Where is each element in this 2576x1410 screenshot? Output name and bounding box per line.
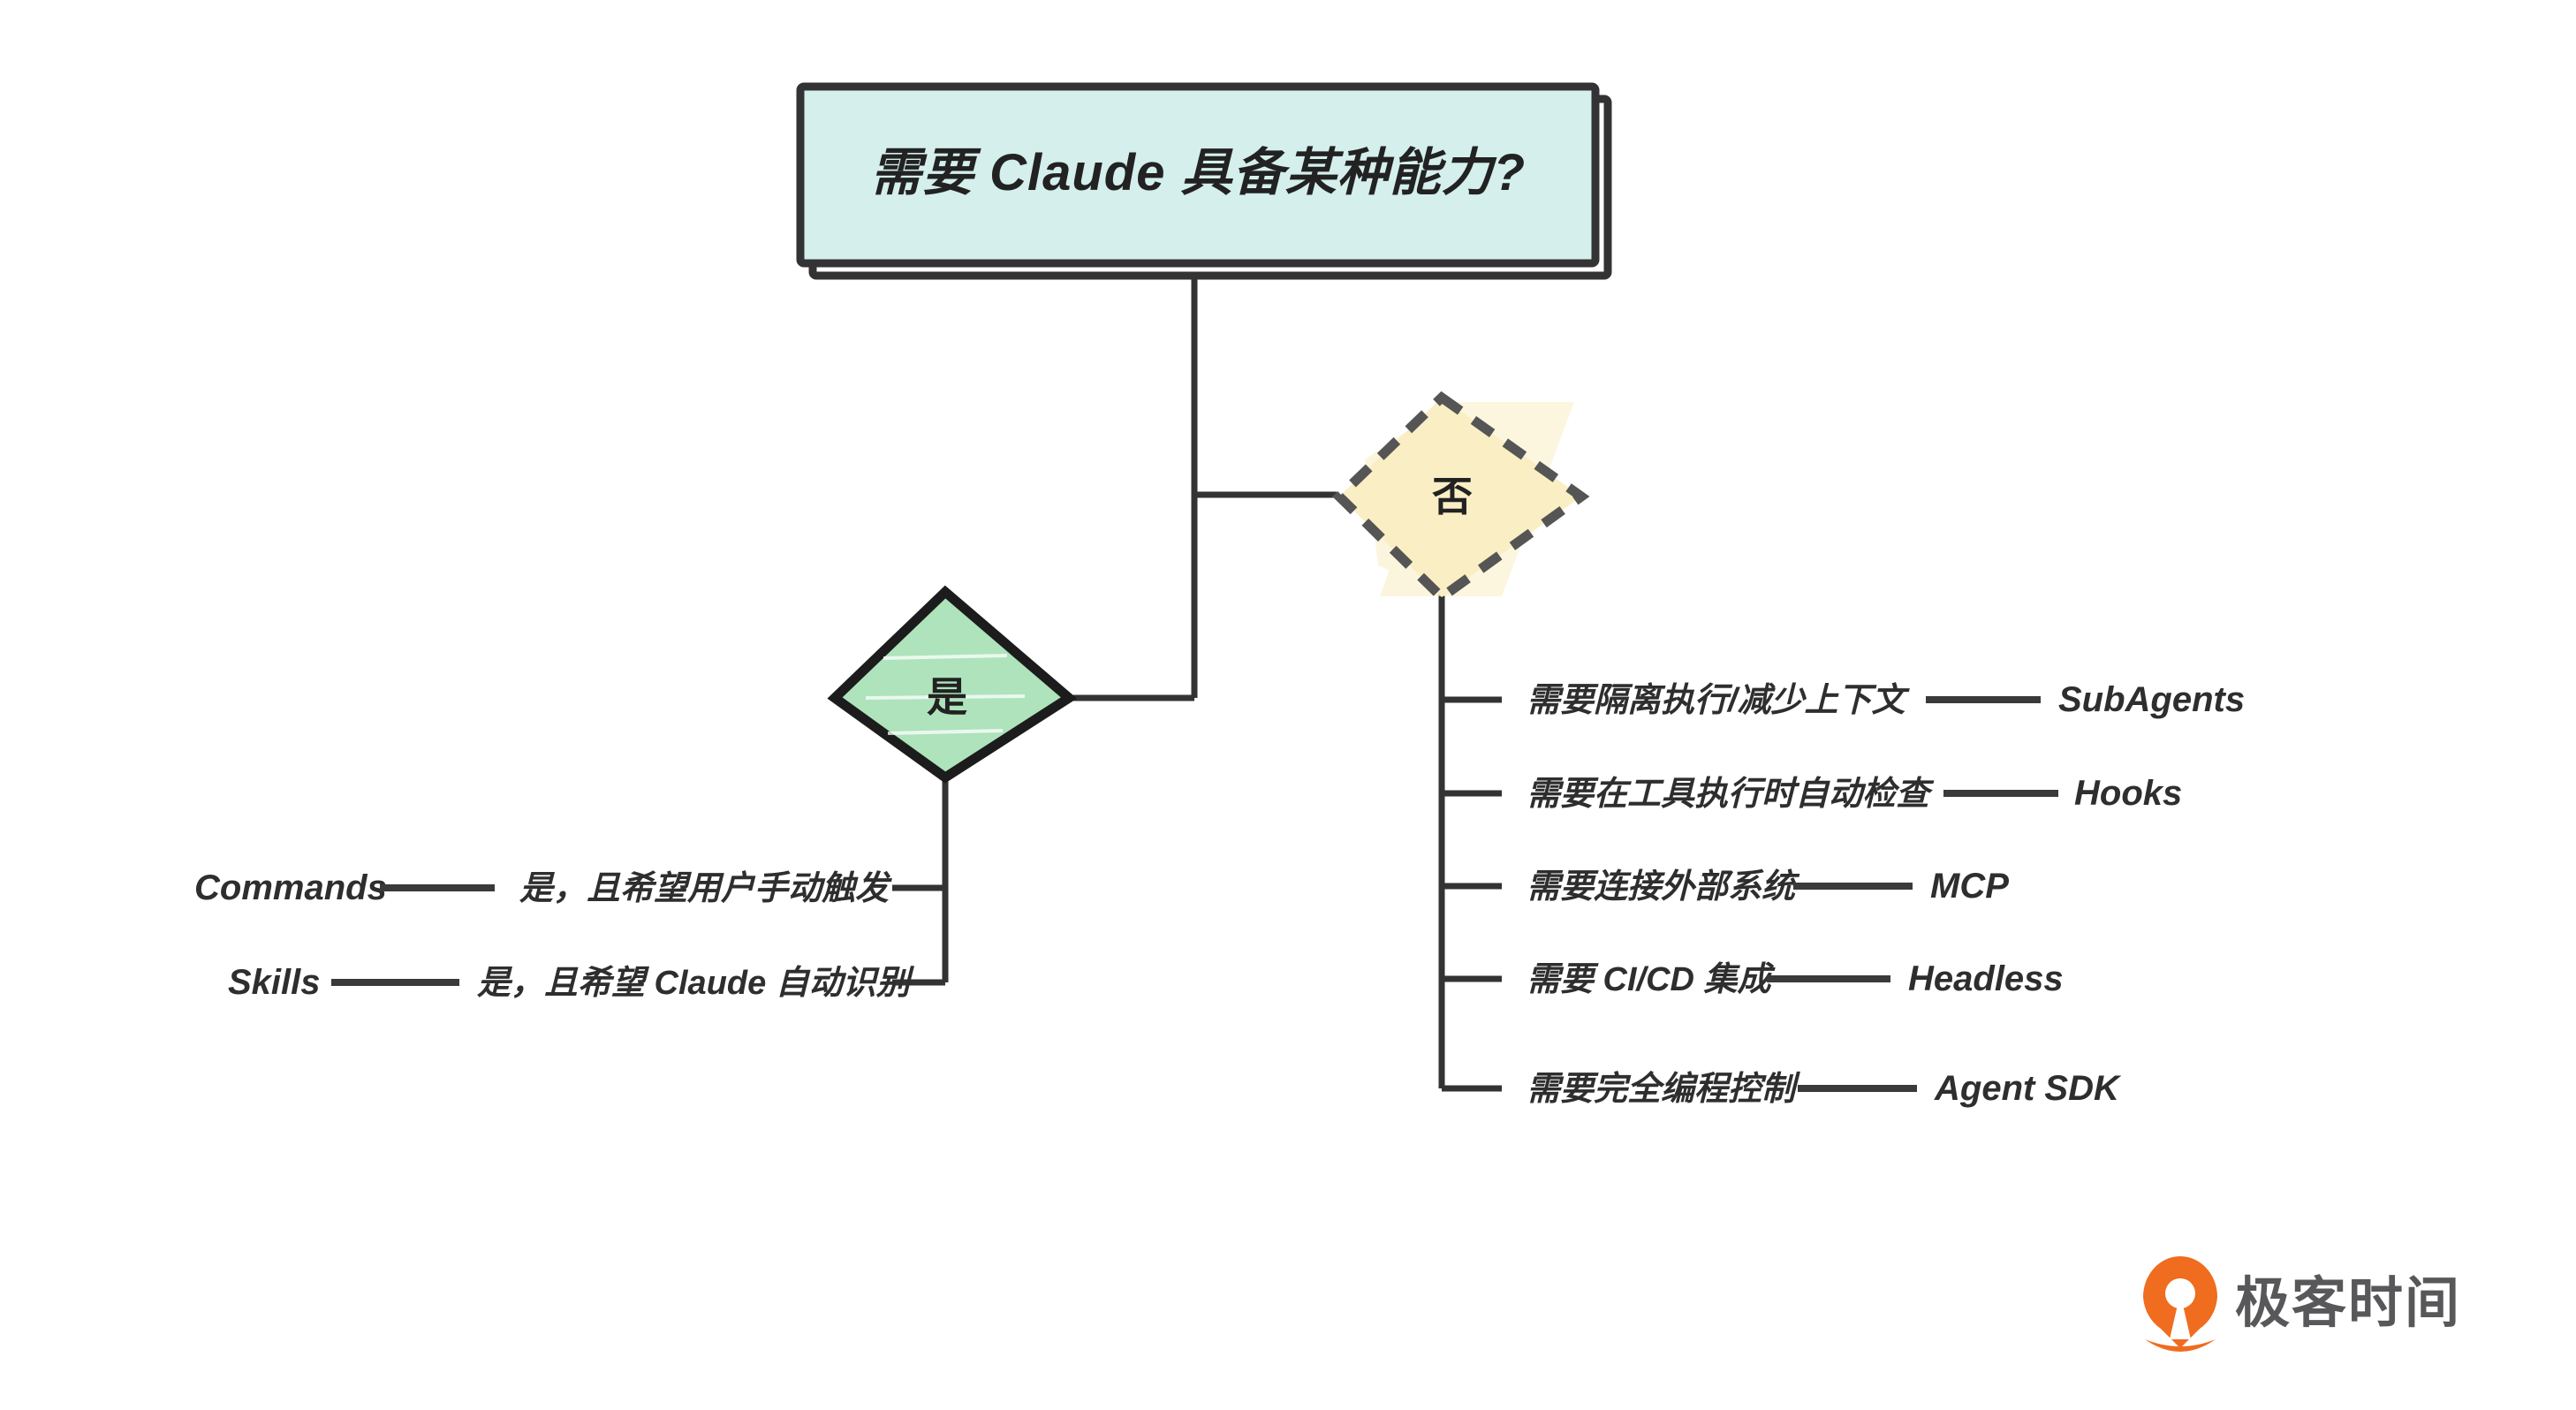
no-node-label: 否 <box>1432 474 1473 519</box>
no-condition-label: 需要完全编程控制 <box>1527 1070 1800 1108</box>
no-node-diamond <box>1332 390 1590 604</box>
yes-outcome-label: Skills <box>228 963 321 1002</box>
yes-branch-row[interactable]: Skills 是，且希望 Claude 自动识别 <box>228 963 915 1002</box>
brand-name: 极客时间 <box>2235 1273 2461 1334</box>
no-condition-label: 需要连接外部系统 <box>1527 868 1800 906</box>
no-outcome-label: Headless <box>1908 959 2064 998</box>
root-node-box <box>796 82 1600 268</box>
yes-node-label: 是 <box>927 674 967 720</box>
no-condition-label: 需要 CI/CD 集成 <box>1527 961 1777 998</box>
yes-node-texture <box>865 654 1026 735</box>
no-branch-row[interactable]: 需要完全编程控制 Agent SDK <box>1527 1069 2122 1108</box>
no-outcome-label: SubAgents <box>2058 680 2245 719</box>
no-branch-row[interactable]: 需要 CI/CD 集成 Headless <box>1527 959 2064 998</box>
yes-outcome-label: Commands <box>194 868 387 907</box>
no-condition-label: 需要在工具执行时自动检查 <box>1527 776 1935 813</box>
no-branch-group: 需要隔离执行/减少上下文 SubAgents 需要在工具执行时自动检查 Hook… <box>1527 680 2245 1108</box>
root-question-node[interactable]: 需要 Claude 具备某种能力? <box>796 82 1612 280</box>
no-branch-row[interactable]: 需要连接外部系统 MCP <box>1527 867 2009 906</box>
decision-node-no[interactable]: 否 <box>1332 390 1590 604</box>
brand-watermark: 极客时间 <box>2143 1256 2461 1352</box>
yes-branch-group: Commands 是，且希望用户手动触发 Skills 是，且希望 Claude… <box>194 868 915 1002</box>
connector-lines <box>892 274 1502 1092</box>
yes-branch-row[interactable]: Commands 是，且希望用户手动触发 <box>194 868 892 907</box>
yes-condition-label: 是，且希望 Claude 自动识别 <box>476 965 915 1002</box>
yes-condition-label: 是，且希望用户手动触发 <box>519 870 892 907</box>
geektime-logo-icon <box>2143 1256 2217 1352</box>
no-outcome-label: Agent SDK <box>1934 1069 2122 1108</box>
no-outcome-label: MCP <box>1930 867 2009 906</box>
no-outcome-label: Hooks <box>2074 774 2182 813</box>
decision-node-yes[interactable]: 是 <box>827 585 1078 784</box>
no-branch-row[interactable]: 需要隔离执行/减少上下文 SubAgents <box>1527 680 2245 719</box>
root-node-label: 需要 Claude 具备某种能力? <box>870 144 1526 201</box>
no-condition-label: 需要隔离执行/减少上下文 <box>1527 682 1911 719</box>
no-branch-row[interactable]: 需要在工具执行时自动检查 Hooks <box>1527 774 2182 813</box>
yes-node-diamond <box>827 585 1078 784</box>
